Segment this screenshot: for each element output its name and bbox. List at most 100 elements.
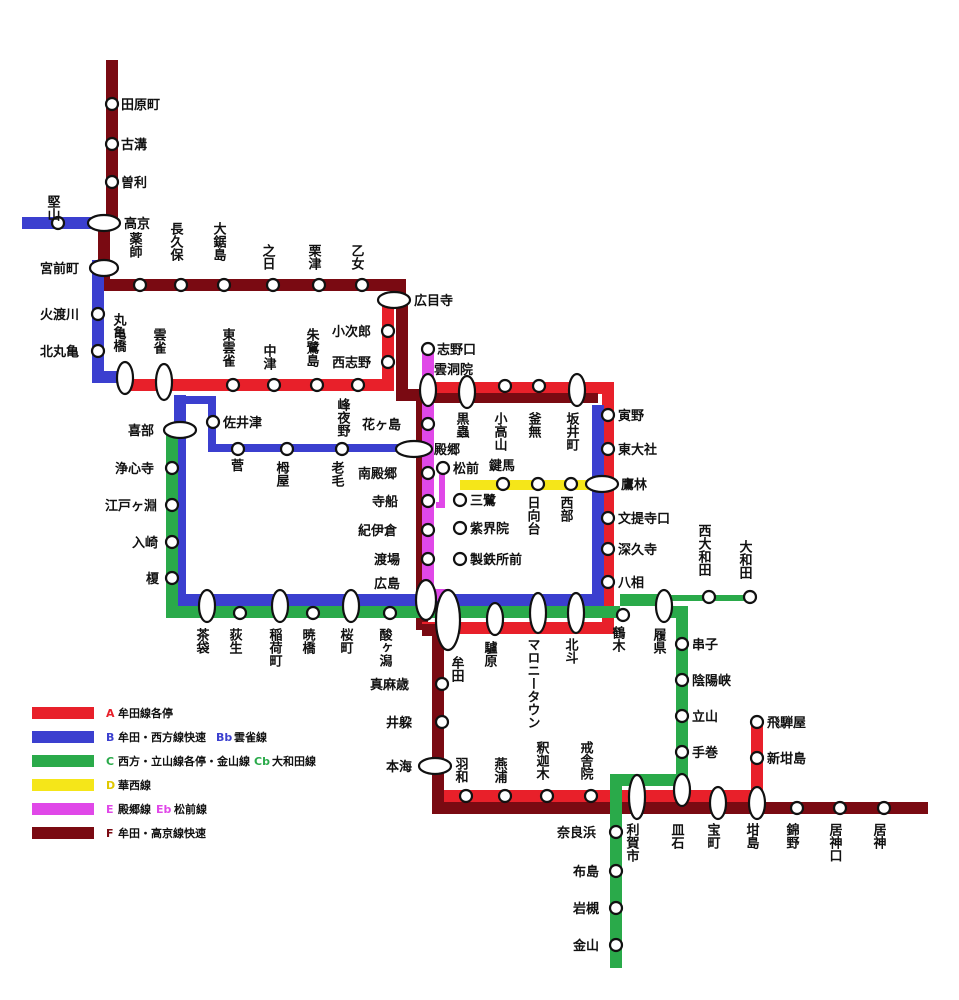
station-nishiowada[interactable]	[701, 589, 717, 605]
station-shikaiin[interactable]	[452, 520, 468, 536]
station-hibari[interactable]	[154, 362, 174, 402]
station-inaricho[interactable]	[270, 588, 290, 624]
station-tokishima[interactable]	[309, 377, 325, 393]
station-kushiko[interactable]	[674, 636, 690, 652]
station-shinkanjima[interactable]	[749, 750, 765, 766]
station-dengo[interactable]	[394, 439, 434, 459]
station-honkai[interactable]	[417, 756, 453, 776]
station-watariba[interactable]	[420, 551, 436, 567]
station-chabukuro[interactable]	[197, 588, 217, 624]
station-kotakayama[interactable]	[497, 378, 513, 394]
station-hanagashima[interactable]	[420, 416, 436, 432]
station-sori[interactable]	[104, 174, 120, 190]
station-takaramachi[interactable]	[708, 785, 728, 821]
station-hiromeji[interactable]	[376, 290, 412, 310]
station-sakuramachi[interactable]	[341, 588, 361, 624]
station-takabayashi[interactable]	[584, 474, 620, 494]
station-tateyama[interactable]	[674, 708, 690, 724]
station-igamiguchi[interactable]	[832, 800, 848, 816]
station-kitamarugame[interactable]	[90, 343, 106, 359]
station-shinkyuji[interactable]	[600, 541, 616, 557]
station-edogafuchi[interactable]	[164, 497, 180, 513]
station-togaya[interactable]	[279, 441, 295, 457]
station-joshinji[interactable]	[164, 460, 180, 476]
station-nishishino[interactable]	[380, 354, 396, 370]
station-higashitaisha[interactable]	[600, 441, 616, 457]
station-terafune[interactable]	[420, 493, 436, 509]
station-matsumae[interactable]	[435, 460, 451, 476]
station-kamanashi[interactable]	[531, 378, 547, 394]
station-kiikura[interactable]	[420, 522, 436, 538]
station-marugamebashi[interactable]	[115, 360, 135, 396]
station-kokyo[interactable]	[86, 213, 122, 233]
station-onmyokyo[interactable]	[674, 672, 690, 688]
station-yakushi[interactable]	[132, 277, 148, 293]
station-owada[interactable]	[742, 589, 758, 605]
station-irisaki[interactable]	[164, 534, 180, 550]
station-tokashi[interactable]	[627, 773, 647, 821]
station-suge[interactable]	[230, 441, 246, 457]
station-maronitown[interactable]	[528, 591, 548, 635]
station-komizo[interactable]	[104, 136, 120, 152]
station-iwatsuki[interactable]	[608, 900, 624, 916]
station-nishikino[interactable]	[789, 800, 805, 816]
station-sanro[interactable]	[452, 492, 468, 508]
station-bundaijiguchi[interactable]	[600, 510, 616, 526]
station-hawa[interactable]	[458, 788, 474, 804]
station-otome[interactable]	[354, 277, 370, 293]
station-kanjima[interactable]	[747, 785, 767, 821]
station-itawa[interactable]	[434, 714, 450, 730]
station-kikubu[interactable]	[162, 420, 198, 440]
station-seibu[interactable]	[563, 476, 579, 492]
station-igami[interactable]	[876, 800, 892, 816]
station-rohara[interactable]	[485, 601, 505, 637]
station-oige[interactable]	[334, 441, 350, 457]
station-kaguma[interactable]	[495, 476, 511, 492]
station-hiroshima[interactable]	[414, 578, 438, 622]
station-katayama[interactable]	[50, 215, 66, 231]
station-enoki[interactable]	[164, 570, 180, 586]
station-miyamaecho[interactable]	[88, 258, 120, 278]
station-awazu[interactable]	[311, 277, 327, 293]
station-hidaya[interactable]	[749, 714, 765, 730]
station-tawaramachi[interactable]	[104, 96, 120, 112]
station-shinohi[interactable]	[265, 277, 281, 293]
station-temaki[interactable]	[674, 744, 690, 760]
station-ogyu[interactable]	[232, 605, 248, 621]
station-shinoguchi[interactable]	[420, 341, 436, 357]
station-hitogawa[interactable]	[90, 306, 106, 322]
station-nunoshima[interactable]	[608, 863, 624, 879]
station-torano[interactable]	[600, 407, 616, 423]
station-saraishi[interactable]	[672, 772, 692, 808]
station-seitetsushomae[interactable]	[452, 551, 468, 567]
station-muta[interactable]	[434, 588, 462, 652]
station-tsuruki[interactable]	[615, 607, 631, 623]
station-tsubakuraura[interactable]	[497, 788, 513, 804]
station-kaishain[interactable]	[583, 788, 599, 804]
station-hinatadai[interactable]	[530, 476, 546, 492]
station-minamidengo[interactable]	[420, 465, 436, 481]
station-nakatsu[interactable]	[266, 377, 282, 393]
station-kojiro[interactable]	[380, 323, 396, 339]
station-kanayama[interactable]	[608, 937, 624, 953]
station-higashihibari[interactable]	[225, 377, 241, 393]
station-hake[interactable]	[654, 588, 674, 624]
station-undoin[interactable]	[418, 372, 438, 408]
station-narahama[interactable]	[608, 824, 624, 840]
station-mineyano[interactable]	[350, 377, 366, 393]
station-ogajima[interactable]	[216, 277, 232, 293]
station-hokuto[interactable]	[566, 591, 586, 635]
station-akatsukibashi[interactable]	[305, 605, 321, 621]
station-sakaimachi[interactable]	[567, 372, 587, 408]
legend-code-D: D	[106, 779, 115, 792]
label-seibu: 西部	[558, 496, 574, 523]
station-shakagi[interactable]	[539, 788, 555, 804]
label-kikubu: 喜部	[128, 423, 154, 439]
station-sugagata[interactable]	[382, 605, 398, 621]
station-yaai[interactable]	[600, 574, 616, 590]
station-kuromushi[interactable]	[457, 374, 477, 410]
station-nagakubo[interactable]	[173, 277, 189, 293]
station-saitsu[interactable]	[205, 414, 221, 430]
station-mamatose[interactable]	[434, 676, 450, 692]
label-hinatadai: 日向台	[525, 496, 541, 536]
